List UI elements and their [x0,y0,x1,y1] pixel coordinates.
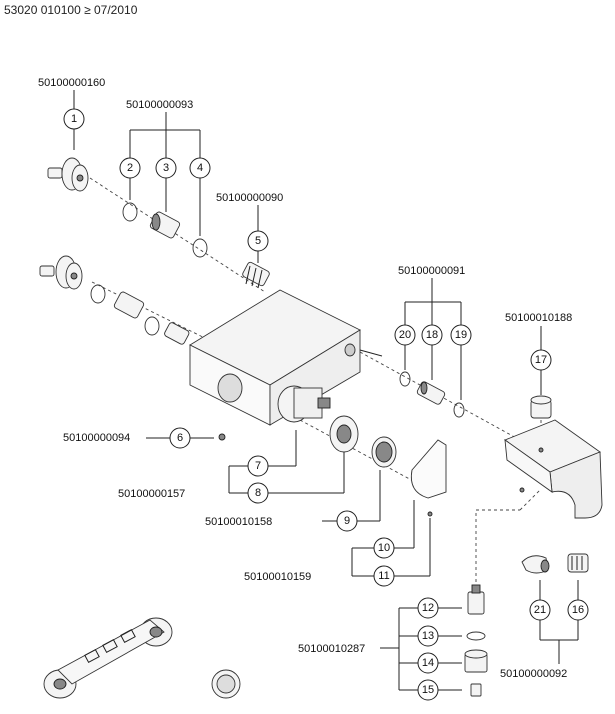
part-number-9: 50100010158 [205,516,272,528]
callout-5: 5 [247,230,269,252]
svg-text:8: 8 [255,487,261,499]
svg-text:17: 17 [535,354,547,366]
svg-text:13: 13 [422,630,434,642]
eccentric-connector-upper [47,157,89,192]
callout-6: 6 [169,427,191,449]
check-valve-3 [149,211,181,239]
svg-text:15: 15 [422,684,434,696]
diverter-body-14 [464,649,488,673]
mounting-bracket [43,617,173,699]
callout-14: 14 [417,652,439,674]
callout-17: 17 [530,349,552,371]
diverter-pin-15 [470,683,482,697]
o-ring-13 [466,631,486,641]
part-number-18-20: 50100000091 [398,265,465,277]
svg-text:7: 7 [255,460,261,472]
diverter-12 [467,584,485,615]
part-number-10-11: 50100010159 [244,571,311,583]
svg-text:21: 21 [534,604,546,616]
cartridge-7 [277,385,331,423]
callout-3: 3 [155,157,177,179]
eccentric-connector-lower [39,255,190,345]
part-number-17: 50100010188 [505,312,572,324]
callout-4: 4 [189,157,211,179]
ring-9 [371,436,397,468]
nut-8 [329,415,359,453]
part-number-5: 50100000090 [216,192,283,204]
callout-9: 9 [336,510,358,532]
callout-15: 15 [417,679,439,701]
handle-10 [410,439,447,517]
svg-text:6: 6 [177,432,183,444]
part-number-2-4: 50100000093 [126,99,193,111]
o-ring-19 [453,402,465,418]
svg-text:11: 11 [378,570,389,582]
parts-art [39,157,603,699]
svg-text:14: 14 [422,657,434,669]
filter-5 [242,261,270,289]
valve-18 [416,381,446,405]
svg-text:12: 12 [422,602,434,614]
spout [504,419,603,519]
svg-text:2: 2 [127,162,133,174]
callout-12: 12 [417,597,439,619]
part-number-6: 50100000094 [63,432,130,444]
svg-text:5: 5 [255,235,261,247]
callout-16: 16 [567,599,589,621]
svg-text:4: 4 [197,162,203,174]
svg-text:20: 20 [399,329,411,341]
svg-text:19: 19 [455,329,467,341]
callout-19: 19 [450,324,472,346]
callout-2: 2 [119,157,141,179]
aerator-16 [567,553,589,573]
part-number-1: 50100000160 [38,77,105,89]
cap-17 [530,395,552,419]
thermostat-body [189,289,383,441]
part-number-7-8: 50100000157 [118,488,185,500]
callout-8: 8 [247,482,269,504]
svg-text:9: 9 [344,515,350,527]
callout-bubbles: 1 2 3 4 5 6 7 8 9 10 11 12 13 14 15 16 1… [63,108,589,701]
cover-nut [211,669,241,699]
leader-lines [73,90,579,691]
aerator-tool-21 [521,555,550,574]
part-number-16-21: 50100000092 [500,668,567,680]
callout-1: 1 [63,108,85,130]
part-number-12-15: 50100010287 [298,643,365,655]
callout-18: 18 [421,324,443,346]
diagram-header: 53020 010100 ≥ 07/2010 [4,3,138,17]
part-number-labels: 50100000160 50100000093 50100000090 5010… [38,77,572,680]
o-ring-4 [192,238,208,258]
svg-text:16: 16 [572,604,584,616]
o-ring-20 [399,371,411,387]
callout-7: 7 [247,455,269,477]
svg-text:1: 1 [71,113,77,125]
callout-21: 21 [529,599,551,621]
svg-text:3: 3 [163,162,169,174]
svg-text:18: 18 [426,329,438,341]
callout-20: 20 [394,324,416,346]
svg-text:10: 10 [378,542,390,554]
callout-13: 13 [417,625,439,647]
o-ring-2 [122,202,138,222]
callout-10: 10 [373,537,395,559]
callout-11: 11 [373,565,395,587]
